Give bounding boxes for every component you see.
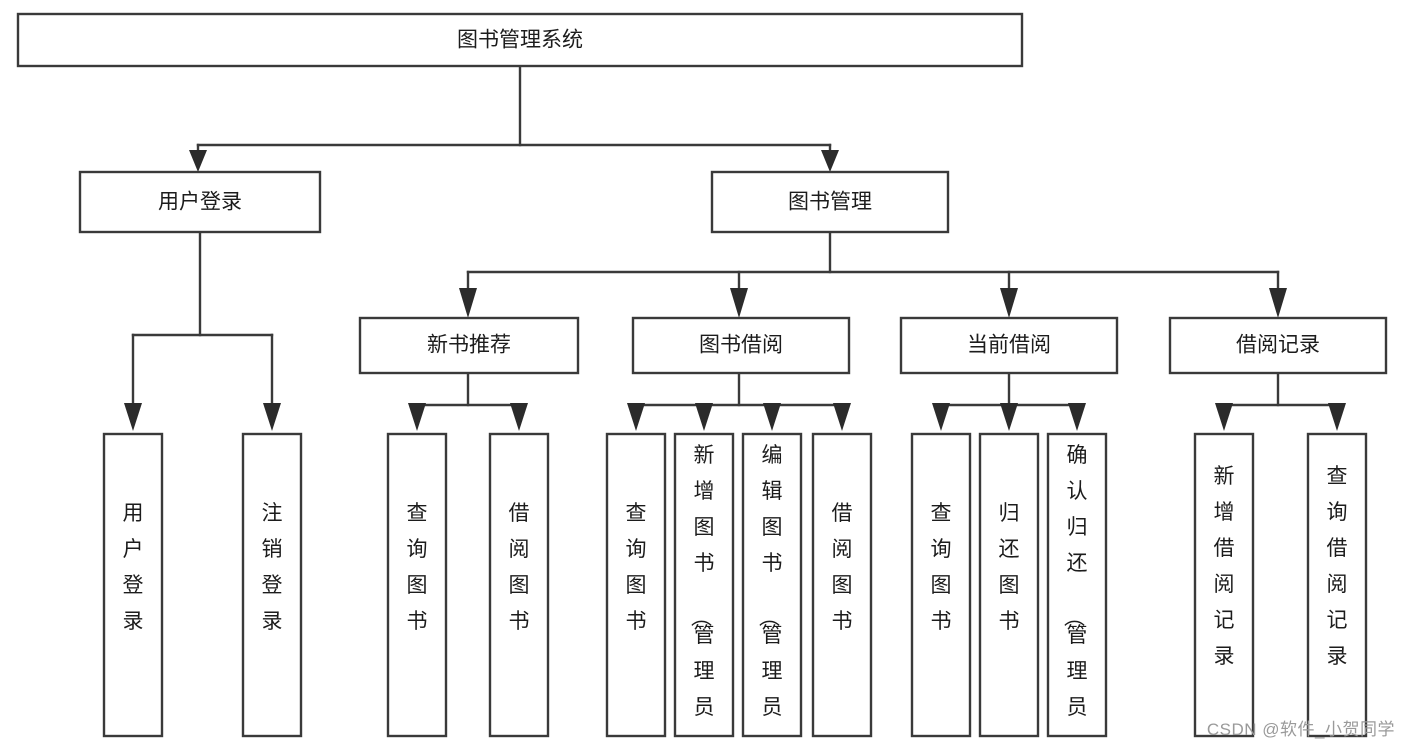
arrow-leaf-query-record	[1328, 403, 1346, 431]
node-root-box[interactable]	[16, 12, 1024, 68]
leaf-borrow-book-1-box[interactable]	[488, 432, 550, 738]
leaf-add-record[interactable]: 新增借阅记录	[1193, 432, 1255, 738]
node-book-management[interactable]: 图书管理	[710, 170, 950, 234]
node-book-management-label: 图书管理	[788, 191, 872, 214]
arrow-leaf-borrow-book-1	[510, 403, 528, 431]
arrow-to-current-borrow	[1000, 288, 1018, 318]
leaf-query-book-3-label: 查询图书	[931, 502, 952, 633]
node-new-book-recommend[interactable]: 新书推荐	[358, 316, 580, 375]
leaf-query-book-1-label: 查询图书	[407, 502, 428, 633]
leaf-borrow-book-2-box[interactable]	[811, 432, 873, 738]
leaf-query-book-2-label: 查询图书	[626, 502, 647, 633]
leaf-borrow-book-2[interactable]: 借阅图书	[811, 432, 873, 738]
leaf-query-record[interactable]: 查询借阅记录	[1306, 432, 1368, 738]
leaf-edit-book-box[interactable]	[741, 432, 803, 738]
node-book-management-box[interactable]	[710, 170, 950, 234]
leaf-borrow-book-2-label: 借阅图书	[832, 502, 853, 633]
node-current-borrow-label: 当前借阅	[967, 334, 1051, 357]
arrow-leaf-query-book-1	[408, 403, 426, 431]
leaf-query-book-2[interactable]: 查询图书	[605, 432, 667, 738]
node-new-book-recommend-label: 新书推荐	[427, 334, 511, 357]
leaf-add-record-label: 新增借阅记录	[1214, 465, 1235, 668]
node-user-login-label: 用户登录	[158, 191, 242, 214]
leaf-user-logout-label: 注销登录	[262, 502, 283, 633]
leaf-edit-book[interactable]: 编辑图书（管理员）	[741, 432, 803, 747]
node-new-book-recommend-box[interactable]	[358, 316, 580, 375]
leaf-user-login[interactable]: 用户登录	[102, 432, 164, 738]
arrow-to-new-book-recommend	[459, 288, 477, 318]
leaf-query-book-3[interactable]: 查询图书	[910, 432, 972, 738]
leaf-return-book-label: 归还图书	[999, 502, 1020, 633]
leaf-return-book-box[interactable]	[978, 432, 1040, 738]
arrow-leaf-add-book	[695, 403, 713, 431]
leaf-confirm-return-label: 确认归还（管理员）	[1062, 444, 1088, 747]
arrow-to-borrow-record	[1269, 288, 1287, 318]
leaf-edit-book-label: 编辑图书（管理员）	[757, 444, 783, 747]
node-current-borrow-box[interactable]	[899, 316, 1119, 375]
node-borrow-record-label: 借阅记录	[1236, 334, 1320, 357]
arrow-to-book-management	[821, 150, 839, 172]
leaf-add-book-label: 新增图书（管理员）	[689, 444, 715, 747]
leaf-user-logout-box[interactable]	[241, 432, 303, 738]
arrow-leaf-edit-book	[763, 403, 781, 431]
leaf-query-book-3-box[interactable]	[910, 432, 972, 738]
arrow-to-book-borrow	[730, 288, 748, 318]
arrow-leaf-user-logout	[263, 403, 281, 431]
arrow-leaf-confirm-return	[1068, 403, 1086, 431]
node-borrow-record-box[interactable]	[1168, 316, 1388, 375]
leaf-user-login-box[interactable]	[102, 432, 164, 738]
arrow-leaf-user-login	[124, 403, 142, 431]
node-book-borrow-box[interactable]	[631, 316, 851, 375]
node-book-borrow[interactable]: 图书借阅	[631, 316, 851, 375]
leaf-confirm-return-box[interactable]	[1046, 432, 1108, 738]
csdn-watermark: CSDN @软件_小贺同学	[1206, 720, 1395, 739]
leaf-add-record-box[interactable]	[1193, 432, 1255, 738]
node-current-borrow[interactable]: 当前借阅	[899, 316, 1119, 375]
node-book-borrow-label: 图书借阅	[699, 334, 783, 357]
node-root-label: 图书管理系统	[457, 29, 583, 52]
node-user-login-box[interactable]	[78, 170, 322, 234]
node-root[interactable]: 图书管理系统	[16, 12, 1024, 68]
leaf-borrow-book-1[interactable]: 借阅图书	[488, 432, 550, 738]
leaf-query-book-1-box[interactable]	[386, 432, 448, 738]
leaf-query-book-2-box[interactable]	[605, 432, 667, 738]
leaf-query-record-box[interactable]	[1306, 432, 1368, 738]
leaf-return-book[interactable]: 归还图书	[978, 432, 1040, 738]
leaf-add-book[interactable]: 新增图书（管理员）	[673, 432, 735, 747]
leaf-user-login-label: 用户登录	[123, 502, 144, 633]
leaf-add-book-box[interactable]	[673, 432, 735, 738]
arrow-leaf-borrow-book-2	[833, 403, 851, 431]
arrow-leaf-query-book-2	[627, 403, 645, 431]
arrow-leaf-return-book	[1000, 403, 1018, 431]
connector-layer	[124, 64, 1346, 431]
arrow-to-user-login	[189, 150, 207, 172]
node-borrow-record[interactable]: 借阅记录	[1168, 316, 1388, 375]
leaf-query-book-1[interactable]: 查询图书	[386, 432, 448, 738]
leaf-borrow-book-1-label: 借阅图书	[509, 502, 530, 633]
arrow-leaf-query-book-3	[932, 403, 950, 431]
leaf-user-logout[interactable]: 注销登录	[241, 432, 303, 738]
node-user-login[interactable]: 用户登录	[78, 170, 322, 234]
leaf-query-record-label: 查询借阅记录	[1327, 465, 1348, 668]
leaf-confirm-return[interactable]: 确认归还（管理员）	[1046, 432, 1108, 747]
arrow-leaf-add-record	[1215, 403, 1233, 431]
